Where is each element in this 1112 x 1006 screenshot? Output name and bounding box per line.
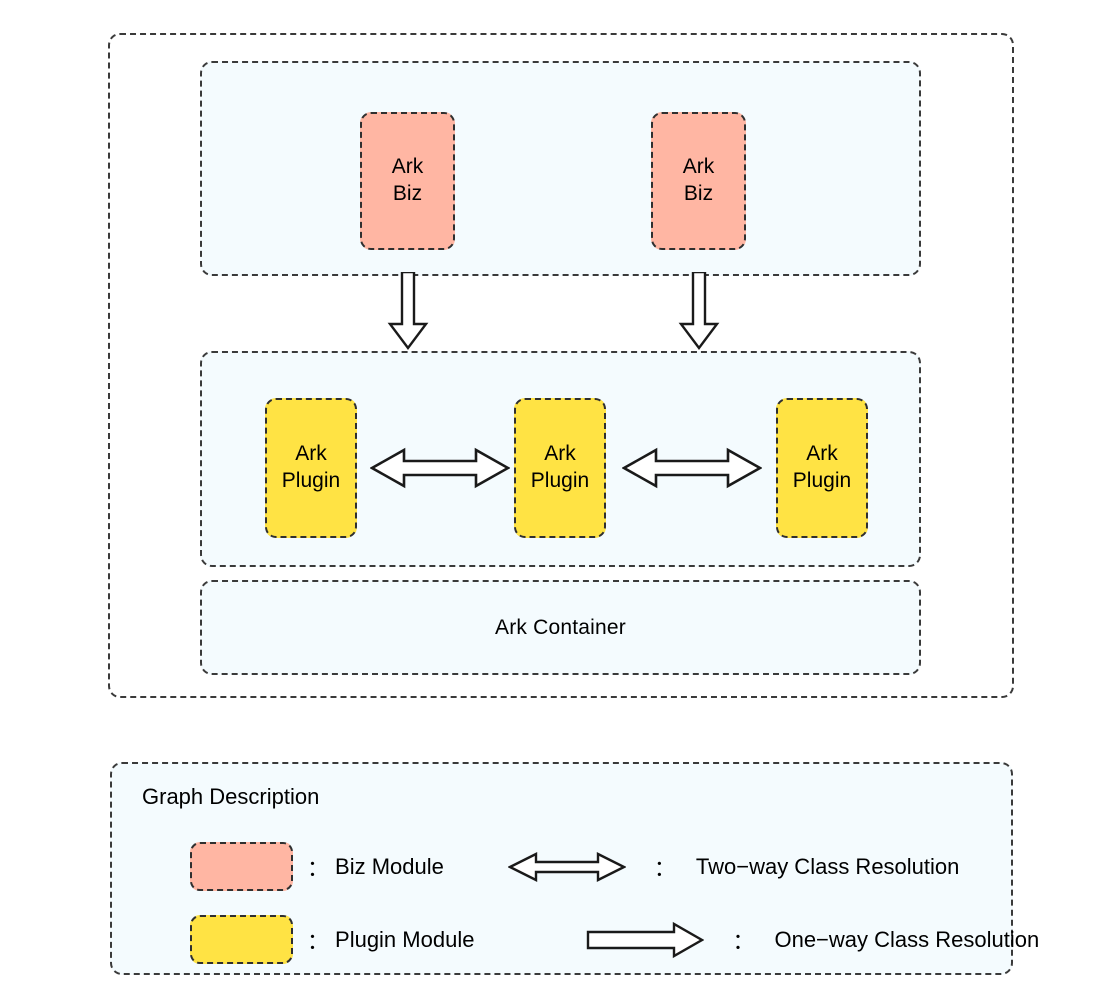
legend-label-biz: Biz Module (335, 853, 444, 879)
legend-colon-plugin: ： (307, 928, 330, 954)
legend-colon-one-way: ： (732, 928, 755, 954)
biz-row-panel (200, 61, 921, 276)
ark-container-panel: Ark Container (200, 580, 921, 675)
ark-plugin-node-3-line2: Plugin (792, 469, 852, 492)
ark-plugin-node-2-line2: Plugin (530, 469, 590, 492)
legend-panel: Graph Description ： Biz Module ： Two−way… (110, 762, 1039, 976)
ark-biz-node-1[interactable]: Ark Biz (360, 112, 455, 250)
ark-biz-node-2-line2: Biz (683, 182, 714, 205)
two-way-arrow-icon-legend (507, 847, 626, 887)
ark-plugin-node-1[interactable]: Ark Plugin (265, 398, 357, 538)
ark-container-label: Ark Container (495, 615, 626, 639)
ark-biz-node-2-line1: Ark (682, 155, 715, 179)
ark-plugin-node-3[interactable]: Ark Plugin (776, 398, 868, 538)
legend-rows: ： Biz Module ： Two−way Class Resolution … (112, 830, 1039, 976)
legend-label-one-way: One−way Class Resolution (774, 926, 1040, 952)
two-way-arrow-icon-2 (622, 440, 762, 496)
legend-colon-two-way: ： (653, 855, 676, 881)
ark-biz-node-1-line1: Ark (391, 155, 424, 179)
ark-biz-node-1-line2: Biz (392, 182, 423, 205)
ark-plugin-node-2[interactable]: Ark Plugin (514, 398, 606, 538)
plugin-module-swatch (190, 915, 293, 964)
one-way-arrow-down-icon-1 (380, 272, 436, 350)
ark-plugin-node-1-line1: Ark (295, 442, 327, 466)
ark-plugin-node-3-line1: Ark (806, 442, 838, 466)
legend-label-plugin: Plugin Module (335, 926, 475, 952)
legend-row-plugin: ： Plugin Module ： One−way Class Resoluti… (112, 903, 1039, 976)
one-way-arrow-icon-legend (586, 920, 705, 960)
legend-title: Graph Description (142, 784, 320, 809)
ark-plugin-node-1-line2: Plugin (281, 469, 341, 492)
legend-label-two-way: Two−way Class Resolution (695, 853, 960, 879)
legend-colon-biz: ： (307, 855, 330, 881)
one-way-arrow-down-icon-2 (671, 272, 727, 350)
legend-row-biz: ： Biz Module ： Two−way Class Resolution (112, 830, 1011, 903)
ark-biz-node-2[interactable]: Ark Biz (651, 112, 746, 250)
biz-module-swatch (190, 842, 293, 891)
two-way-arrow-icon-1 (370, 440, 510, 496)
ark-plugin-node-2-line1: Ark (544, 442, 576, 466)
